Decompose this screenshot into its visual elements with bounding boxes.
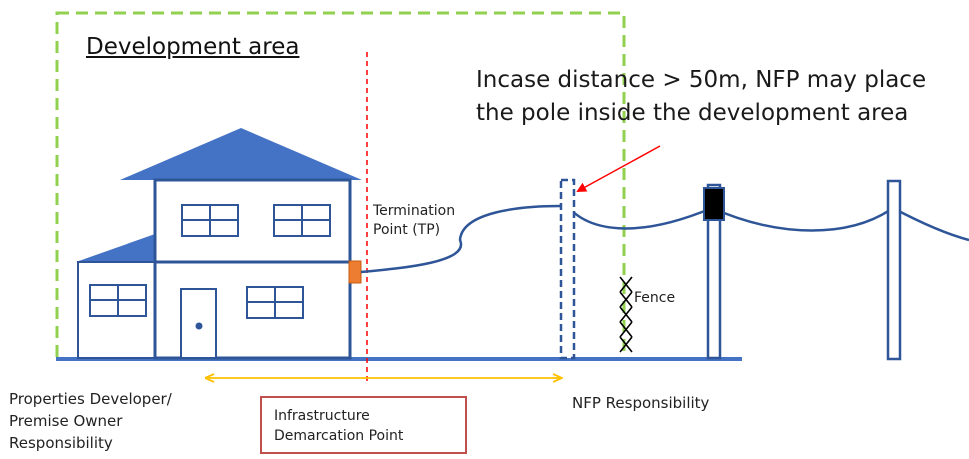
pole-2 (706, 183, 722, 360)
termination-point-box (348, 260, 362, 284)
demarc-line-2: Demarcation Point (274, 428, 404, 444)
owner-line-2: Premise Owner (9, 412, 123, 430)
pole-top-box (703, 187, 725, 221)
drop-cable (360, 204, 561, 274)
pole-proposed (559, 178, 576, 360)
pole-placement-note: Incase distance > 50m, NFP may place the… (476, 64, 926, 130)
tp-line-2: Point (TP) (373, 222, 441, 238)
window-lower-right (246, 286, 304, 319)
main-roof (120, 128, 362, 180)
window-upper-right (273, 204, 331, 237)
tp-line-1: Termination (373, 203, 456, 219)
note-line-1: Incase distance > 50m, NFP may place (476, 67, 927, 93)
demarcation-point-label: Infrastructure Demarcation Point (274, 406, 403, 446)
fence-label: Fence (634, 290, 676, 306)
fence (619, 276, 633, 353)
door-knob (195, 322, 203, 330)
note-arrow (576, 145, 661, 192)
pole-3 (886, 179, 902, 361)
demarc-line-1: Infrastructure (274, 408, 370, 424)
side-roof (76, 234, 155, 262)
owner-line-3: Responsibility (9, 434, 113, 452)
house (76, 128, 362, 360)
owner-responsibility-label: Properties Developer/ Premise Owner Resp… (9, 388, 172, 454)
window-side (89, 284, 147, 317)
nfp-responsibility-label: NFP Responsibility (572, 394, 710, 412)
window-upper-left (181, 204, 239, 237)
development-area-title: Development area (86, 34, 300, 60)
development-area-boundary (55, 11, 626, 361)
demarcation-point-box (260, 396, 467, 454)
aerial-cable (560, 198, 969, 242)
termination-point-label: Termination Point (TP) (373, 202, 455, 240)
note-line-2: the pole inside the development area (476, 100, 909, 126)
owner-line-1: Properties Developer/ (9, 390, 172, 408)
